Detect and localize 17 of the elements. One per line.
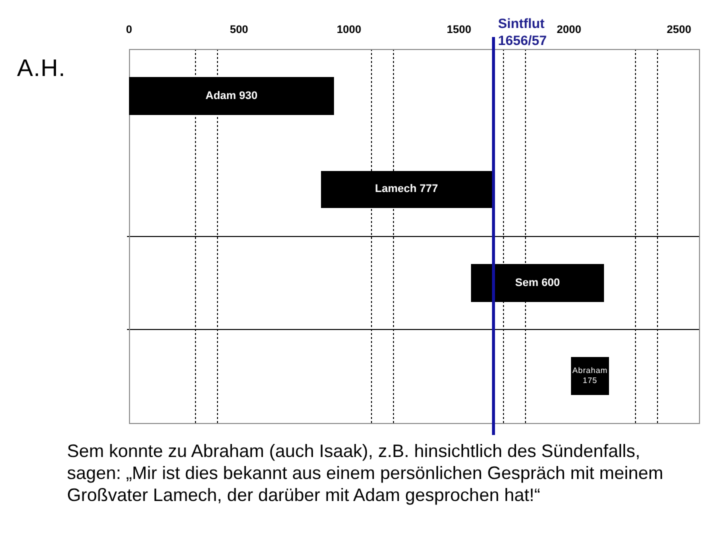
lifespan-bar: [321, 171, 492, 208]
axis-tick-label: 2500: [666, 24, 692, 36]
lifespan-bar: [571, 357, 609, 395]
axis-tick-label: 2000: [556, 24, 582, 36]
caption-text: Sem konnte zu Abraham (auch Isaak), z.B. hinsichtlich des Sündenfalls, sagen: „Mir ist dies bekannt aus einem persönlichen Gespräch mit meinem Großvater Lamech, der darüber mit Adam gesprochen hat!“: [67, 440, 664, 506]
flood-label: Sintflut 1656/57: [498, 15, 548, 49]
axis-tick-label: 1500: [446, 24, 472, 36]
axis-tick-label: 0: [126, 24, 132, 36]
lifespan-bar: [471, 264, 604, 302]
axis-tick-label: 500: [230, 24, 248, 36]
bar-label: Lamech 777: [375, 183, 438, 196]
axis-tick-label: 1000: [336, 24, 362, 36]
axis-unit-label: A.H.: [17, 55, 66, 83]
bar-label: Abraham 175: [571, 366, 609, 386]
bar-label: Sem 600: [515, 276, 560, 290]
lifespan-bar: [129, 77, 334, 115]
bar-label: Adam 930: [206, 90, 258, 102]
